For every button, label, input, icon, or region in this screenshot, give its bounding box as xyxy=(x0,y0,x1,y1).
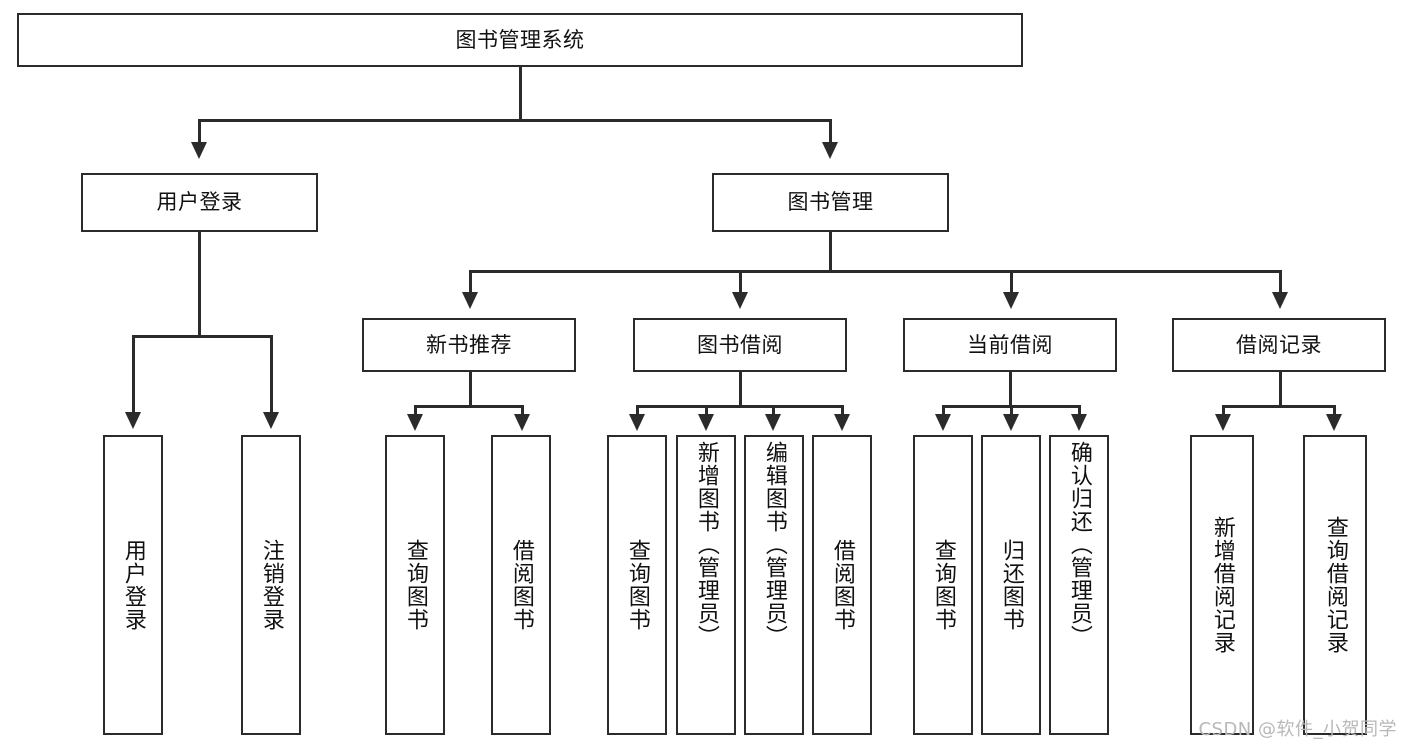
connector-current-borrow-stem xyxy=(1009,372,1012,406)
connector-user-login-drop-1 xyxy=(132,335,135,415)
arrow-book-manage-child-2 xyxy=(732,292,748,309)
arrow-root-to-book-manage xyxy=(822,142,838,159)
arrow-borrow-record-leaf-1 xyxy=(1215,414,1231,431)
leaf-new-book-borrow[interactable]: 借阅图书 xyxy=(491,435,551,735)
arrow-user-login-leaf-1 xyxy=(125,412,141,429)
arrow-book-manage-child-4 xyxy=(1272,292,1288,309)
arrow-new-book-leaf-1 xyxy=(407,414,423,431)
connector-user-login-drop-2 xyxy=(270,335,273,415)
node-label: 当前借阅 xyxy=(967,332,1053,357)
node-label: 查询图书 xyxy=(930,539,956,631)
connector-user-login-bus xyxy=(132,335,272,338)
connector-book-manage-drop-2 xyxy=(739,270,742,295)
node-label: 借阅图书 xyxy=(508,539,534,631)
leaf-borrow-record-add[interactable]: 新增借阅记录 xyxy=(1190,435,1254,735)
leaf-book-borrow-query[interactable]: 查询图书 xyxy=(607,435,667,735)
connector-current-borrow-drop-2 xyxy=(1010,405,1013,417)
arrow-book-borrow-leaf-2 xyxy=(698,414,714,431)
node-book-manage[interactable]: 图书管理 xyxy=(712,173,949,232)
arrow-current-borrow-leaf-3 xyxy=(1071,414,1087,431)
node-label: 查询图书 xyxy=(624,539,650,631)
connector-book-manage-drop-1 xyxy=(469,270,472,295)
node-label: 新增图书（管理员） xyxy=(693,441,719,648)
node-label: 新书推荐 xyxy=(426,332,512,357)
arrow-current-borrow-leaf-2 xyxy=(1003,414,1019,431)
node-label: 注销登录 xyxy=(258,539,284,631)
leaf-current-borrow-query[interactable]: 查询图书 xyxy=(913,435,973,735)
node-label: 编辑图书（管理员） xyxy=(761,441,787,648)
connector-root-bus xyxy=(198,119,832,122)
leaf-book-borrow-borrow[interactable]: 借阅图书 xyxy=(812,435,872,735)
connector-book-borrow-stem xyxy=(739,372,742,406)
arrow-book-manage-child-3 xyxy=(1003,292,1019,309)
leaf-current-borrow-confirm-admin[interactable]: 确认归还（管理员） xyxy=(1049,435,1109,735)
leaf-new-book-query[interactable]: 查询图书 xyxy=(385,435,445,735)
node-borrow-record[interactable]: 借阅记录 xyxy=(1172,318,1386,372)
node-label: 用户登录 xyxy=(120,539,146,631)
connector-root-to-user-login xyxy=(198,119,201,145)
leaf-borrow-record-query[interactable]: 查询借阅记录 xyxy=(1303,435,1367,735)
arrow-current-borrow-leaf-1 xyxy=(935,414,951,431)
arrow-borrow-record-leaf-2 xyxy=(1326,414,1342,431)
node-label: 查询借阅记录 xyxy=(1322,516,1348,654)
connector-book-manage-stem xyxy=(829,232,832,271)
node-label: 归还图书 xyxy=(998,539,1024,631)
connector-new-book-stem xyxy=(469,372,472,406)
connector-root-to-book-manage xyxy=(829,119,832,145)
leaf-current-borrow-return[interactable]: 归还图书 xyxy=(981,435,1041,735)
node-label: 图书管理 xyxy=(787,190,874,214)
connector-book-manage-bus xyxy=(469,270,1280,273)
connector-borrow-record-bus xyxy=(1222,405,1336,408)
connector-book-borrow-bus xyxy=(636,405,843,408)
connector-borrow-record-drop-2 xyxy=(1333,405,1336,417)
leaf-user-login-login[interactable]: 用户登录 xyxy=(103,435,163,735)
node-label: 借阅记录 xyxy=(1236,332,1322,357)
arrow-book-borrow-leaf-1 xyxy=(629,414,645,431)
node-book-borrow[interactable]: 图书借阅 xyxy=(633,318,847,372)
connector-borrow-record-stem xyxy=(1279,372,1282,406)
arrow-book-manage-child-1 xyxy=(462,292,478,309)
connector-book-manage-drop-4 xyxy=(1279,270,1282,295)
connector-book-borrow-drop-4 xyxy=(841,405,844,417)
node-label: 图书管理系统 xyxy=(455,27,585,52)
node-label: 新增借阅记录 xyxy=(1209,516,1235,654)
connector-book-borrow-drop-1 xyxy=(636,405,639,417)
arrow-root-to-user-login xyxy=(191,142,207,159)
arrow-user-login-leaf-2 xyxy=(263,412,279,429)
leaf-book-borrow-add-admin[interactable]: 新增图书（管理员） xyxy=(676,435,736,735)
connector-current-borrow-drop-3 xyxy=(1078,405,1081,417)
connector-new-book-bus xyxy=(414,405,524,408)
connector-book-borrow-drop-2 xyxy=(705,405,708,417)
connector-book-manage-drop-3 xyxy=(1010,270,1013,295)
arrow-book-borrow-leaf-4 xyxy=(834,414,850,431)
node-label: 借阅图书 xyxy=(829,539,855,631)
watermark-text: CSDN @软件_小贺同学 xyxy=(1198,719,1397,740)
arrow-new-book-leaf-2 xyxy=(514,414,530,431)
node-label: 查询图书 xyxy=(402,539,428,631)
connector-new-book-drop-2 xyxy=(521,405,524,417)
node-root-system[interactable]: 图书管理系统 xyxy=(17,13,1023,67)
connector-root-stem xyxy=(519,67,522,120)
node-current-borrow[interactable]: 当前借阅 xyxy=(903,318,1117,372)
leaf-user-login-logout[interactable]: 注销登录 xyxy=(241,435,301,735)
node-label: 图书借阅 xyxy=(697,332,783,357)
node-user-login[interactable]: 用户登录 xyxy=(81,173,318,232)
connector-current-borrow-drop-1 xyxy=(942,405,945,417)
connector-user-login-stem xyxy=(198,232,201,336)
arrow-book-borrow-leaf-3 xyxy=(765,414,781,431)
connector-new-book-drop-1 xyxy=(414,405,417,417)
connector-book-borrow-drop-3 xyxy=(772,405,775,417)
node-label: 用户登录 xyxy=(156,190,243,214)
node-label: 确认归还（管理员） xyxy=(1066,441,1092,648)
connector-borrow-record-drop-1 xyxy=(1222,405,1225,417)
node-new-book-recommend[interactable]: 新书推荐 xyxy=(362,318,576,372)
leaf-book-borrow-edit-admin[interactable]: 编辑图书（管理员） xyxy=(744,435,804,735)
